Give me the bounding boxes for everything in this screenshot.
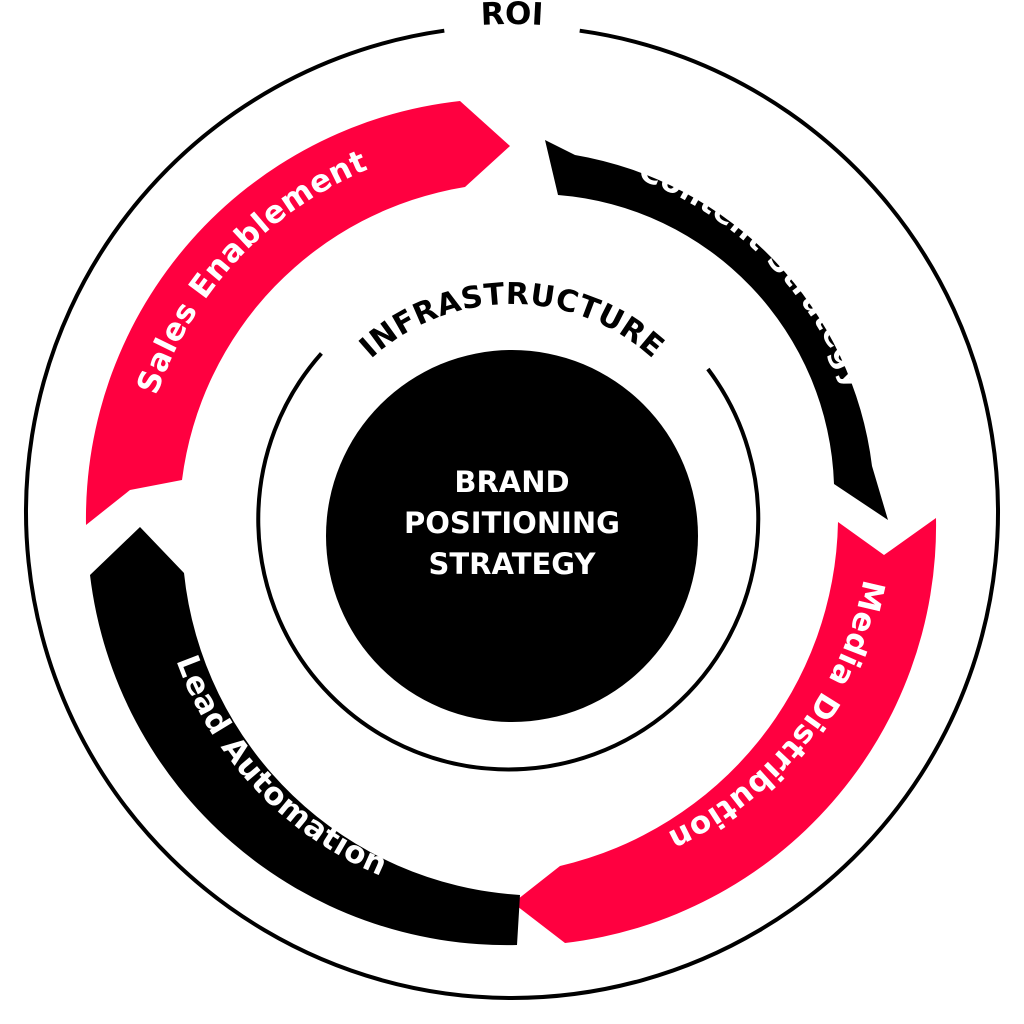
content-strategy-arrow [545, 140, 888, 520]
sales-enablement-arrow [85, 101, 510, 525]
inner-ring [256, 352, 761, 772]
outer-ring [24, 28, 1000, 1000]
core-line-2: POSITIONING [404, 506, 620, 540]
media-distribution-arrow [513, 518, 937, 943]
core-line-3: STRATEGY [429, 547, 597, 581]
core-line-1: BRAND [454, 465, 569, 499]
lead-automation-arrow [90, 527, 520, 946]
roi-label: ROI [480, 0, 544, 33]
core-circle [326, 350, 698, 722]
